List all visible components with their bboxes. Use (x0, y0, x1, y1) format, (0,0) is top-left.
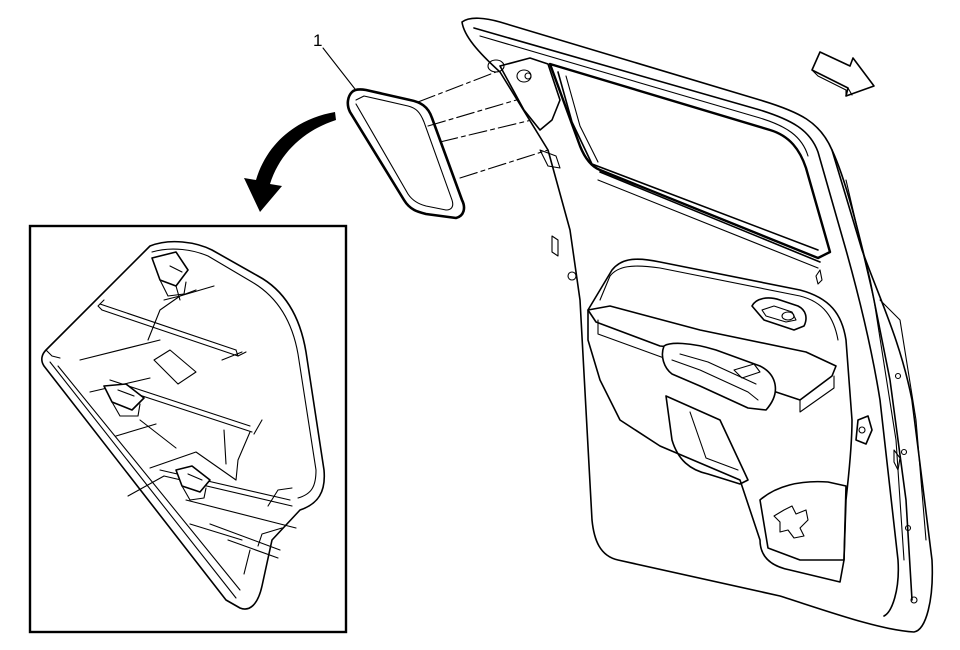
detail-inset (28, 224, 348, 634)
projection-lines (417, 71, 549, 179)
curved-removal-arrow-icon (244, 112, 336, 212)
pocket-trim-panel (346, 88, 466, 220)
callout-number: 1 (313, 31, 322, 50)
clip-retainer-icon (151, 251, 189, 301)
clip-retainer-icon (103, 383, 145, 417)
rear-door-assembly (461, 17, 934, 633)
callout-1: 1 (313, 31, 363, 99)
direction-arrow-icon (811, 51, 875, 97)
clip-retainer-icon (175, 465, 211, 501)
panel-ribs (79, 285, 297, 575)
